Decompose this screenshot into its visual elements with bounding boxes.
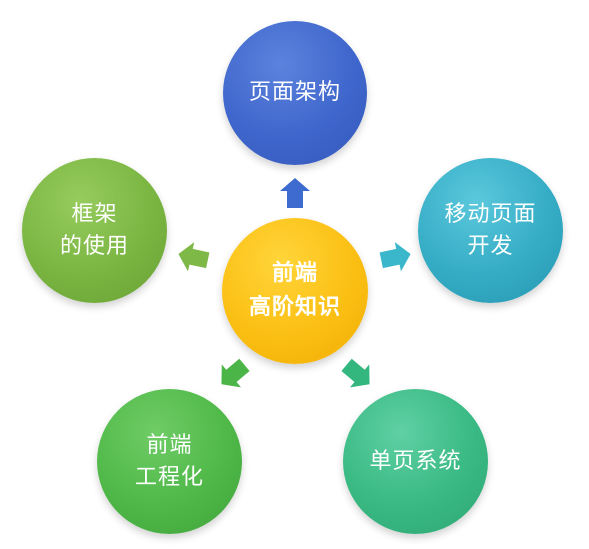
arrow-to-top — [280, 178, 310, 208]
arrow-to-bottom-right — [341, 358, 370, 388]
node-frontend-engineering: 前端 工程化 — [97, 389, 242, 534]
node-label: 前端 — [146, 432, 193, 458]
center-label: 前端 — [271, 260, 318, 286]
arrow-to-bottom-left — [221, 358, 250, 388]
node-page-architecture: 页面架构 — [223, 21, 367, 165]
arrow-to-right — [379, 242, 411, 272]
arrow-shape — [178, 242, 210, 272]
arrow-shape — [341, 358, 370, 388]
node-single-page-system: 单页系统 — [343, 389, 488, 534]
node-framework-usage: 框架 的使用 — [22, 158, 167, 303]
node-center-advanced-frontend: 前端 高阶知识 — [222, 218, 368, 364]
arrow-shape — [280, 178, 310, 208]
arrow-shape — [379, 242, 411, 272]
arrow-to-left — [178, 242, 210, 272]
arrow-shape — [221, 358, 250, 388]
node-label: 页面架构 — [248, 80, 341, 106]
node-label: 的使用 — [59, 233, 129, 259]
node-label: 框架 — [71, 201, 118, 227]
node-label: 移动页面 — [444, 201, 537, 227]
node-mobile-page-dev: 移动页面 开发 — [418, 158, 563, 303]
node-label: 开发 — [467, 233, 514, 259]
center-label: 高阶知识 — [248, 295, 341, 320]
node-label: 单页系统 — [369, 448, 462, 474]
node-label: 工程化 — [134, 464, 204, 490]
